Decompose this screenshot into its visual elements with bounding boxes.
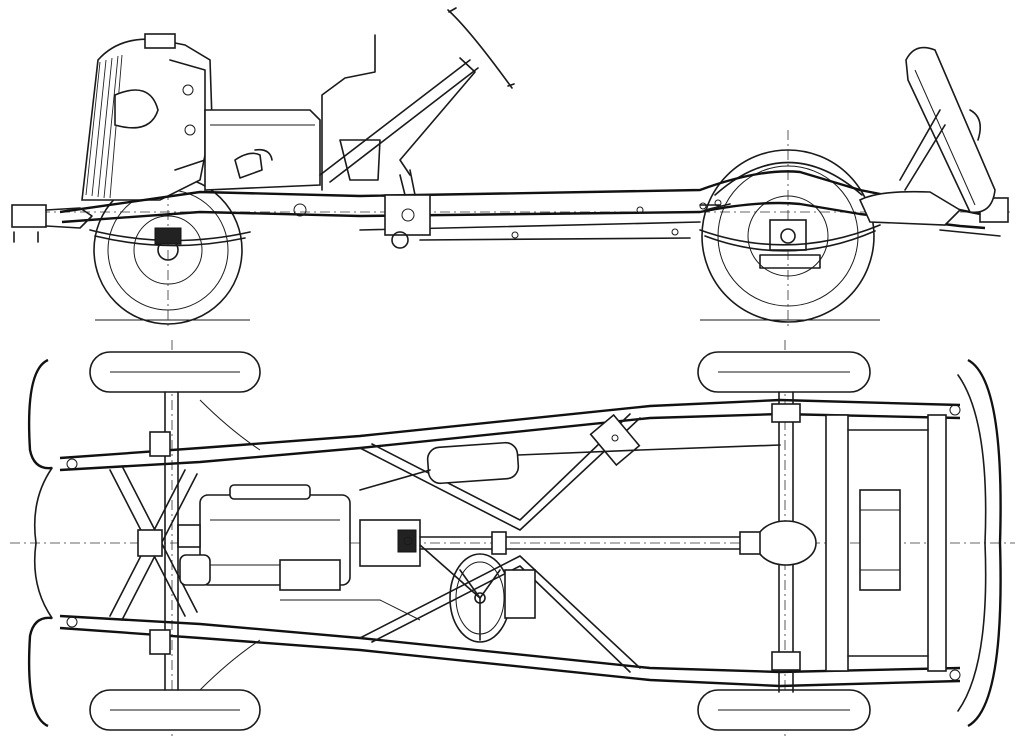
- plan-rear-cross-members: [825, 414, 947, 672]
- side-radiator: [81, 33, 213, 201]
- plan-propeller-shaft: [419, 531, 741, 555]
- plan-shackle: [66, 458, 78, 470]
- plan-cable: [199, 399, 261, 451]
- plan-view: [10, 340, 1015, 740]
- plan-rear-bumper-inner: [957, 374, 987, 712]
- plan-front-left-tyre: [89, 351, 261, 393]
- plan-floor-plate: [504, 569, 536, 619]
- side-spare-wheel: [899, 46, 996, 214]
- plan-front-axle: [149, 391, 179, 691]
- side-front-spring: [89, 227, 251, 247]
- plan-cable: [199, 639, 261, 691]
- plan-rear-left-tyre: [697, 351, 871, 393]
- side-engine: [204, 109, 321, 191]
- plan-rear-bumper: [967, 358, 1002, 728]
- side-front-bumper: [11, 204, 93, 243]
- plan-brake-rod: [280, 599, 421, 621]
- plan-front-bumper: [27, 358, 53, 728]
- side-fitting: [511, 231, 519, 239]
- side-elevation-view: [11, 7, 1010, 330]
- plan-frame-rails: [59, 398, 961, 688]
- side-fitting: [636, 206, 644, 214]
- plan-shackle: [949, 404, 961, 416]
- plan-shackle: [66, 616, 78, 628]
- plan-rear-axle: [739, 391, 817, 693]
- plan-shackle: [949, 669, 961, 681]
- side-rear-wheel: [701, 149, 875, 323]
- plan-exhaust-silencer: [359, 441, 781, 491]
- plan-gearbox: [359, 519, 421, 567]
- plan-front-right-tyre: [89, 689, 261, 731]
- side-steering: [319, 7, 515, 183]
- side-firewall: [321, 34, 376, 191]
- plan-front-bumper-inner: [33, 467, 53, 619]
- side-fitting: [293, 203, 307, 217]
- side-fitting: [671, 228, 679, 236]
- side-rear-spring: [699, 224, 881, 246]
- side-fuel-tank: [858, 190, 962, 226]
- side-gearbox: [384, 169, 431, 249]
- plan-engine: [177, 484, 351, 591]
- plan-rear-right-tyre: [697, 689, 871, 731]
- plan-front-cross-brace: [109, 465, 198, 621]
